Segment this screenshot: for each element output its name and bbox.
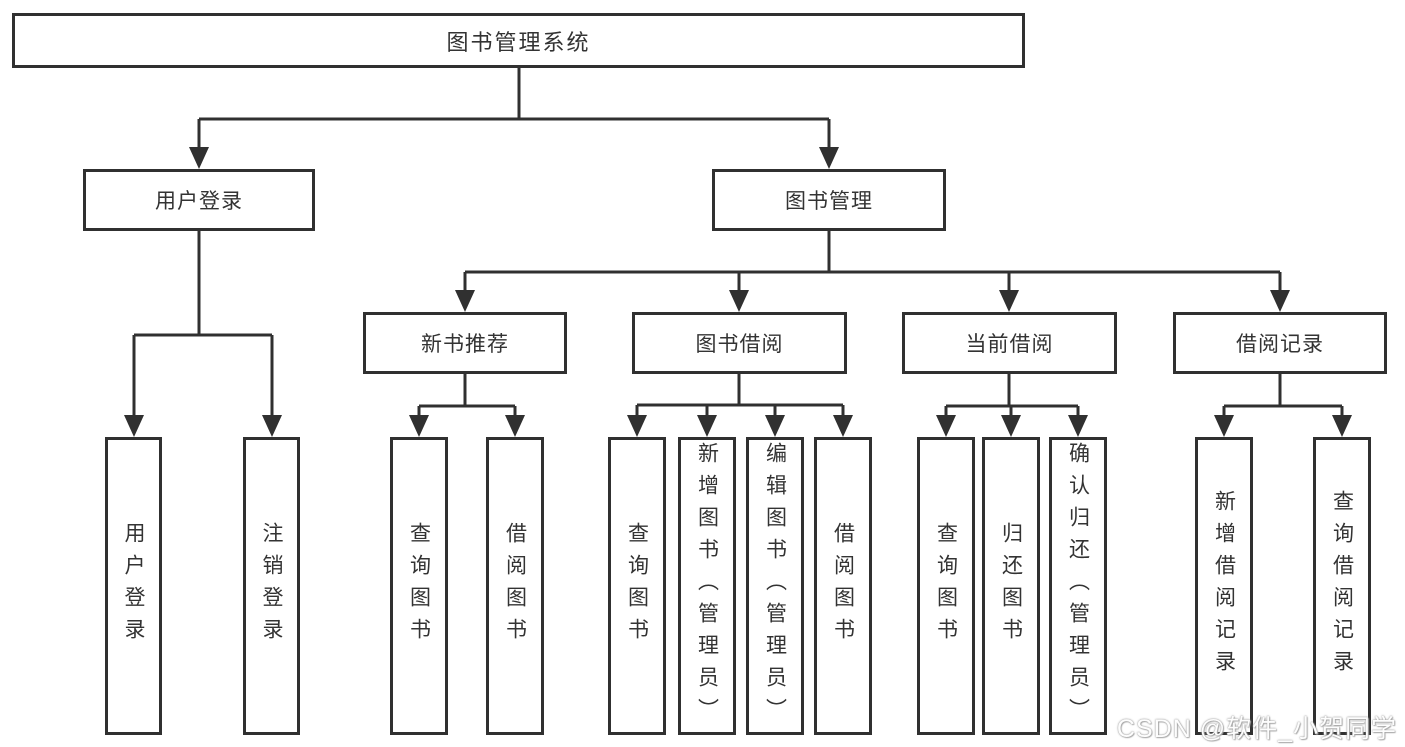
node-book-management: 图书管理: [712, 169, 946, 231]
leaf-bb-query-books: 查询图书: [608, 437, 666, 735]
leaf-logout-label: 注销登录: [260, 522, 283, 650]
leaf-user-login-label: 用户登录: [122, 522, 145, 650]
leaf-cb-return-books: 归还图书: [982, 437, 1040, 735]
leaf-br-query-record: 查询借阅记录: [1313, 437, 1371, 735]
leaf-cb-query-books-label: 查询图书: [934, 522, 958, 650]
node-new-book-recommend: 新书推荐: [363, 312, 567, 374]
connector-book-management-children: [455, 231, 1290, 312]
leaf-user-login: 用户登录: [105, 437, 162, 735]
leaf-bb-add-books-admin: 新增图书（管理员）: [678, 437, 736, 735]
leaf-bb-edit-books-admin-label: 编辑图书（管理员）: [763, 442, 787, 730]
csdn-watermark: CSDN @软件_小贺同学: [1116, 715, 1397, 743]
node-current-borrow: 当前借阅: [902, 312, 1117, 374]
leaf-br-query-record-label: 查询借阅记录: [1330, 490, 1354, 682]
connector-book-borrow-children: [627, 374, 853, 437]
leaf-cb-return-books-label: 归还图书: [999, 522, 1023, 650]
connector-new-book-children: [409, 374, 525, 437]
leaf-nbr-query-books: 查询图书: [390, 437, 448, 735]
leaf-cb-confirm-return-admin: 确认归还（管理员）: [1049, 437, 1107, 735]
leaf-cb-confirm-return-admin-label: 确认归还（管理员）: [1066, 442, 1090, 730]
leaf-cb-query-books: 查询图书: [917, 437, 975, 735]
connector-user-login-children: [124, 231, 282, 437]
leaf-nbr-borrow-books-label: 借阅图书: [503, 522, 527, 650]
connector-root-to-level2: [189, 68, 839, 169]
leaf-bb-add-books-admin-label: 新增图书（管理员）: [695, 442, 719, 730]
node-borrow-records: 借阅记录: [1173, 312, 1387, 374]
leaf-bb-borrow-books: 借阅图书: [814, 437, 872, 735]
leaf-br-add-record-label: 新增借阅记录: [1212, 490, 1236, 682]
connector-current-borrow-children: [936, 374, 1088, 437]
leaf-nbr-query-books-label: 查询图书: [407, 522, 431, 650]
leaf-bb-borrow-books-label: 借阅图书: [831, 522, 855, 650]
leaf-logout: 注销登录: [243, 437, 300, 735]
leaf-nbr-borrow-books: 借阅图书: [486, 437, 544, 735]
node-root: 图书管理系统: [12, 13, 1025, 68]
node-book-borrow: 图书借阅: [632, 312, 847, 374]
connector-borrow-records-children: [1214, 374, 1352, 437]
node-user-login: 用户登录: [83, 169, 315, 231]
leaf-br-add-record: 新增借阅记录: [1195, 437, 1253, 735]
leaf-bb-edit-books-admin: 编辑图书（管理员）: [746, 437, 804, 735]
leaf-bb-query-books-label: 查询图书: [625, 522, 649, 650]
